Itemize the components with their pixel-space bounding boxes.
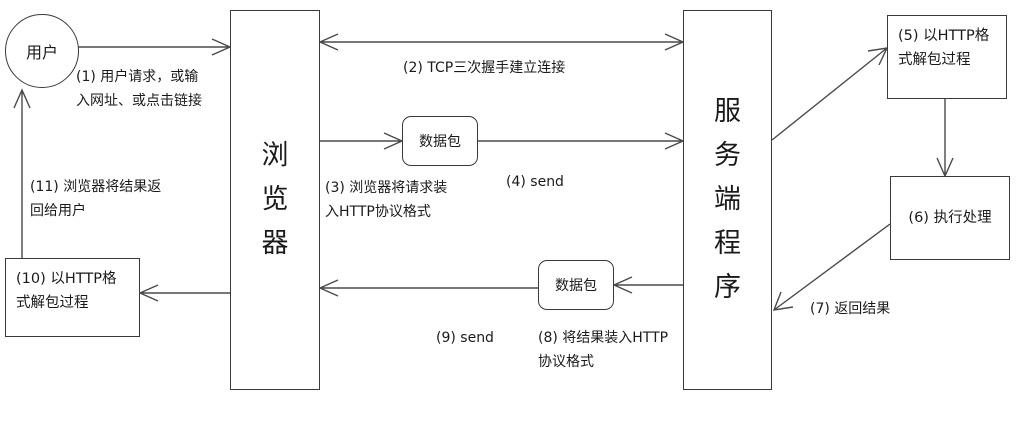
arrow-packet-to-browser bbox=[318, 279, 538, 297]
parse-response-box: (10) 以HTTP格 式解包过程 bbox=[5, 258, 140, 337]
arrow-server-to-packet bbox=[612, 276, 683, 294]
parse-request-line: (5) 以HTTP格 bbox=[898, 28, 990, 44]
step7-label: (7) 返回结果 bbox=[810, 301, 891, 317]
browser-node-char: 览 bbox=[261, 184, 289, 215]
browser-node-char: 器 bbox=[261, 228, 289, 259]
step3-label: (3) 浏览器将请求装 入HTTP协议格式 bbox=[325, 176, 447, 224]
parse-response-line: (10) 以HTTP格 bbox=[16, 271, 117, 287]
arrow-parse-to-process bbox=[936, 99, 954, 178]
arrow-user-to-browser bbox=[78, 38, 232, 56]
server-node-char: 务 bbox=[714, 140, 741, 171]
browser-node-char: 浏 bbox=[261, 140, 289, 171]
server-node: 服 务 端 程 序 bbox=[683, 10, 772, 390]
step11-line: 回给用户 bbox=[30, 203, 86, 219]
process-box: (6) 执行处理 bbox=[890, 176, 1010, 260]
step1-line: (1) 用户请求，或输 bbox=[76, 69, 199, 85]
step1-label: (1) 用户请求，或输 入网址、或点击链接 bbox=[76, 65, 202, 113]
server-node-char: 序 bbox=[714, 272, 741, 303]
arrow-parse-response-to-user bbox=[13, 88, 31, 258]
step9-label: (9) send bbox=[436, 330, 494, 346]
packet-request: 数据包 bbox=[402, 116, 478, 166]
step11-line: (11) 浏览器将结果返 bbox=[30, 179, 162, 195]
step8-line: (8) 将结果装入HTTP bbox=[538, 330, 669, 346]
parse-request-box: (5) 以HTTP格 式解包过程 bbox=[887, 15, 1007, 99]
step3-line: (3) 浏览器将请求装 bbox=[325, 180, 448, 196]
arrow-server-to-parse bbox=[771, 47, 889, 141]
arrow-browser-to-packet bbox=[320, 132, 404, 150]
packet-response-label: 数据包 bbox=[555, 278, 597, 294]
parse-request-line: 式解包过程 bbox=[898, 52, 971, 68]
step8-label: (8) 将结果装入HTTP 协议格式 bbox=[538, 326, 668, 374]
process-box-label: (6) 执行处理 bbox=[908, 210, 992, 226]
step11-label: (11) 浏览器将结果返 回给用户 bbox=[30, 175, 161, 223]
step4-label: (4) send bbox=[506, 174, 564, 190]
arrow-tcp-handshake bbox=[318, 33, 685, 51]
step2-label: (2) TCP三次握手建立连接 bbox=[403, 60, 566, 76]
user-node: 用户 bbox=[5, 14, 79, 88]
step1-line: 入网址、或点击链接 bbox=[76, 93, 202, 109]
server-node-char: 服 bbox=[714, 96, 741, 127]
server-node-char: 端 bbox=[714, 184, 741, 215]
step8-line: 协议格式 bbox=[538, 354, 594, 370]
arrow-process-to-server bbox=[772, 223, 891, 311]
server-node-char: 程 bbox=[714, 228, 741, 259]
browser-node: 浏 览 器 bbox=[230, 10, 320, 390]
step3-line: 入HTTP协议格式 bbox=[325, 204, 431, 220]
user-node-label: 用户 bbox=[25, 43, 58, 62]
arrow-packet-to-server bbox=[478, 132, 685, 150]
parse-response-line: 式解包过程 bbox=[16, 295, 89, 311]
packet-request-label: 数据包 bbox=[419, 134, 461, 150]
arrow-browser-to-parse-response bbox=[138, 284, 230, 302]
packet-response: 数据包 bbox=[538, 260, 614, 310]
